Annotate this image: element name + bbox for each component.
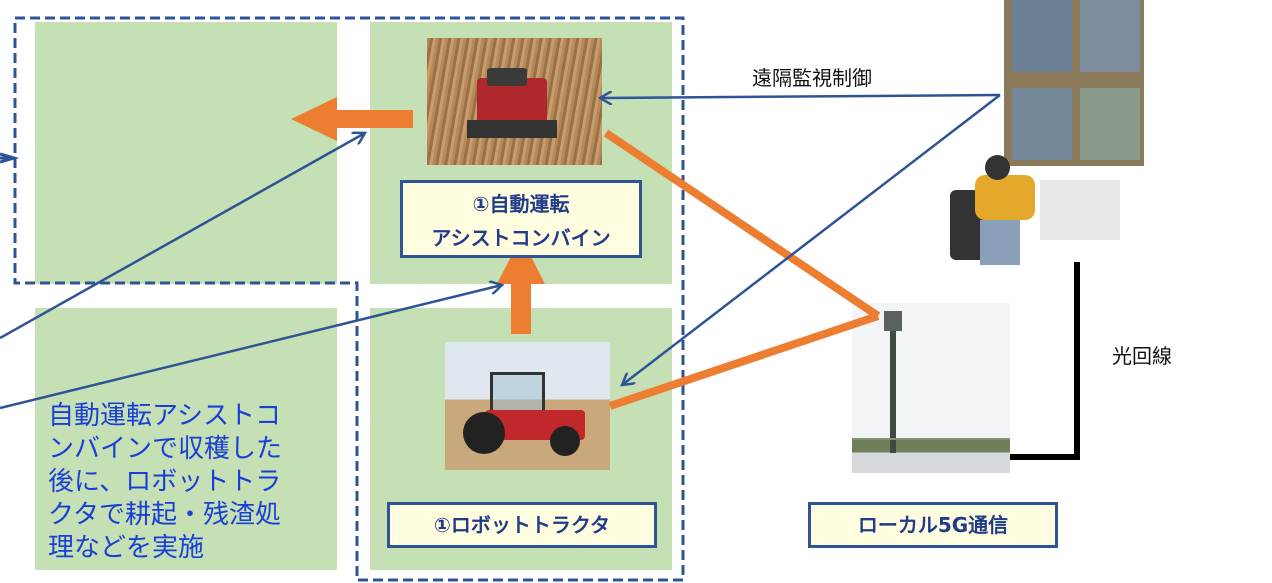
- orange-arrow-up-shaft: [511, 282, 531, 334]
- blue-arrow-left-to-label: [0, 285, 502, 410]
- orange-line-tractor-antenna: [608, 312, 880, 410]
- fiber-caption: 光回線: [1112, 344, 1172, 368]
- blue-arrow-to-tractor: [622, 94, 1001, 385]
- local5g-label: ローカル5G通信: [808, 502, 1058, 548]
- monitor-wall-photo: [1004, 0, 1144, 166]
- combine-harvester-photo: [427, 38, 602, 165]
- workflow-note: 自動運転アシストコ ンバインで収穫した 後に、ロボットトラ クタで耕起・残渣処 …: [48, 401, 283, 563]
- blue-arrow-to-combine: [600, 95, 1001, 98]
- antenna-photo: [852, 303, 1010, 473]
- orange-arrow-up-head: [497, 237, 545, 284]
- panel-bottom-left: [35, 308, 337, 570]
- orange-arrow-left-shaft: [335, 110, 413, 128]
- panel-top-left: [35, 22, 337, 284]
- side-arrow: [0, 152, 20, 164]
- robot-tractor-photo: [445, 342, 610, 470]
- dashed-group-outline: [13, 16, 685, 582]
- orange-line-combine-antenna: [603, 129, 881, 320]
- fiber-line: [1010, 262, 1080, 460]
- blue-arrow-left-to-combine: [0, 133, 365, 340]
- combine-label: ①自動運転 アシストコンバイン: [400, 180, 642, 258]
- orange-arrow-left-head: [291, 97, 337, 141]
- operator-illustration: [930, 150, 1120, 290]
- remote-monitoring-caption: 遠隔監視制御: [752, 66, 872, 90]
- tractor-label: ①ロボットトラクタ: [387, 502, 657, 548]
